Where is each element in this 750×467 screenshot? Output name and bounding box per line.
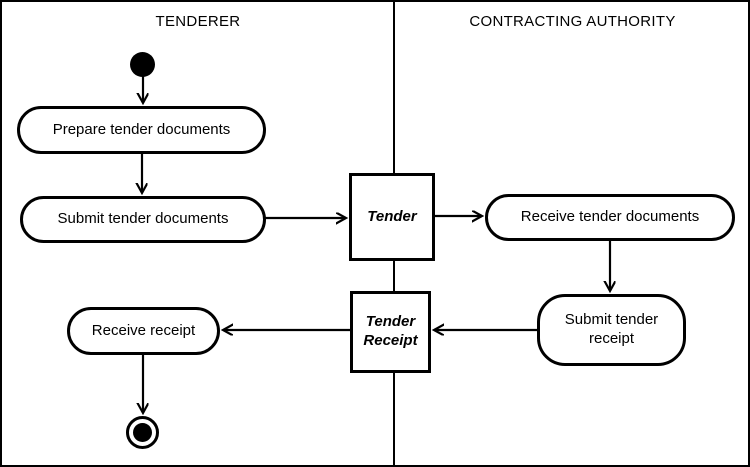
activity-receive-tender-documents: Receive tender documents (485, 194, 735, 241)
object-tender: Tender (349, 173, 435, 261)
activity-receive-receipt: Receive receipt (67, 307, 220, 355)
activity-prepare-tender-documents: Prepare tender documents (17, 106, 266, 154)
lane-header-contracting-authority: CONTRACTING AUTHORITY (469, 13, 676, 30)
activity-submit-tender-receipt: Submit tender receipt (537, 294, 686, 366)
final-node-core (133, 423, 152, 442)
initial-node (130, 52, 155, 77)
object-tender-receipt: Tender Receipt (350, 291, 431, 373)
activity-submit-tender-documents: Submit tender documents (20, 196, 266, 243)
final-node (126, 416, 159, 449)
lane-header-tenderer: TENDERER (155, 13, 241, 30)
